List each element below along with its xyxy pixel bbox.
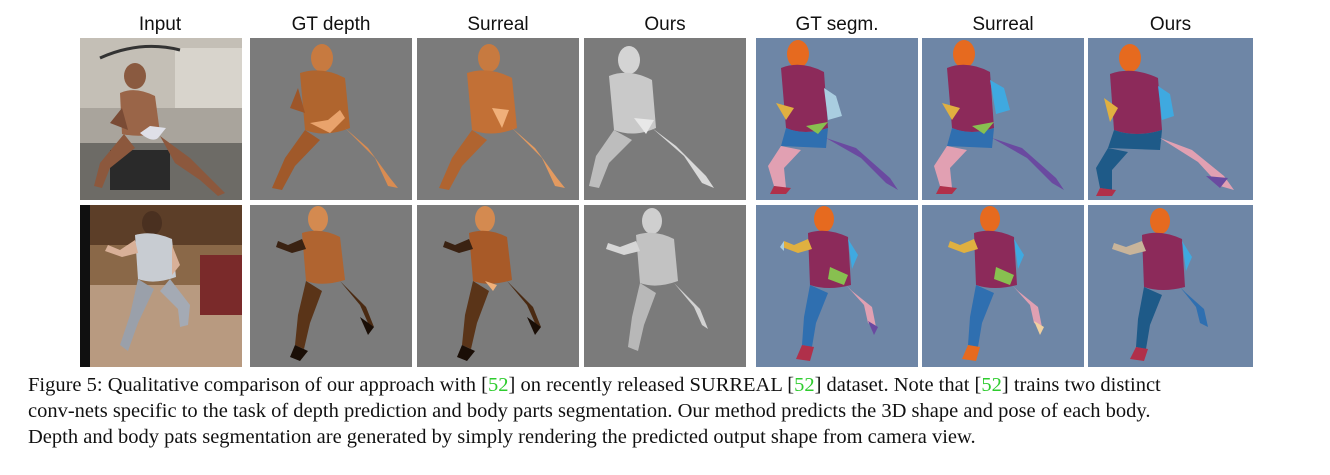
ours-segm-row1 [1088,38,1253,200]
caption-line-1: Figure 5: Qualitative comparison of our … [28,372,1318,398]
caption-text: ] on recently released SURREAL [ [508,374,795,396]
figure-caption: Figure 5: Qualitative comparison of our … [28,372,1318,450]
input-photo-row2 [80,205,242,367]
gt-segm-row1 [756,38,918,200]
surreal-segm-row2 [922,205,1084,367]
surreal-depth-row1 [417,38,579,200]
header-surreal-depth: Surreal [467,14,529,35]
header-ours-segm: Ours [1149,14,1192,35]
ours-depth-row2 [584,205,746,367]
header-input: Input [138,14,182,35]
header-ours-depth: Ours [644,14,686,35]
caption-line-3: Depth and body pats segmentation are gen… [28,426,976,448]
caption-text: ] dataset. Note that [ [814,374,982,396]
input-photo-row1 [80,38,242,200]
gt-depth-row2 [250,205,412,367]
gt-depth-row1 [250,38,412,200]
ours-depth-row1 [584,38,746,200]
header-gt-depth: GT depth [291,14,371,35]
citation-link[interactable]: 52 [981,374,1002,396]
caption-line-2: conv-nets specific to the task of depth … [28,400,1151,422]
caption-text: Figure 5: Qualitative comparison of our … [28,374,488,396]
header-gt-segm: GT segm. [795,14,879,35]
ours-segm-row2 [1088,205,1253,367]
surreal-depth-row2 [417,205,579,367]
header-surreal-segm: Surreal [972,14,1034,35]
caption-text: ] trains two distinct [1001,374,1161,396]
surreal-segm-row1 [922,38,1084,200]
citation-link[interactable]: 52 [794,374,815,396]
gt-segm-row2 [756,205,918,367]
citation-link[interactable]: 52 [488,374,509,396]
